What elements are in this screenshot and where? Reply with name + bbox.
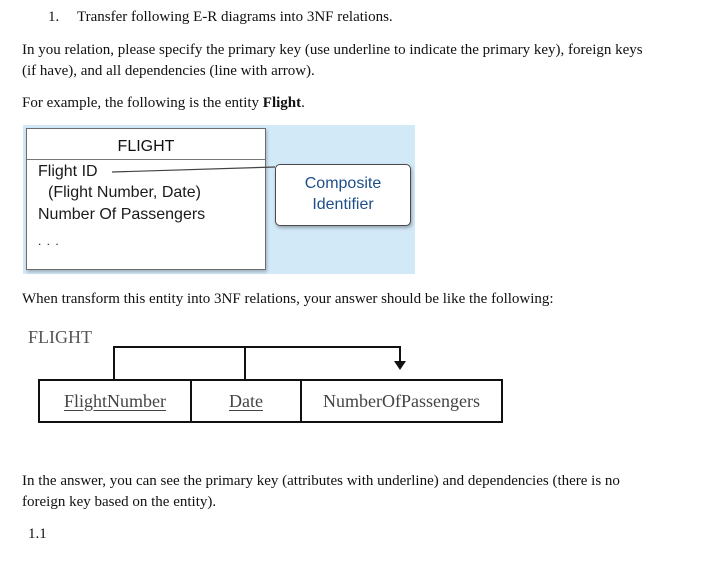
er-entity-title-bar: FLIGHT bbox=[27, 129, 265, 160]
er-attribute-components: (Flight Number, Date) bbox=[48, 184, 201, 201]
relation-attribute-date: Date bbox=[192, 381, 302, 421]
question-number: 1. bbox=[48, 9, 60, 25]
er-entity-title: FLIGHT bbox=[117, 138, 175, 155]
er-attribute-passengers: Number Of Passengers bbox=[38, 206, 206, 223]
relation-attribute-flightnumber: FlightNumber bbox=[40, 381, 192, 421]
callout-line-1: Composite bbox=[304, 175, 382, 192]
er-attribute-ellipsis: . . . bbox=[38, 234, 60, 248]
example-prefix: For example, the following is the entity bbox=[22, 95, 263, 111]
explanation-line-1: In the answer, you can see the primary k… bbox=[22, 473, 620, 489]
question-title: Transfer following E-R diagrams into 3NF… bbox=[77, 9, 393, 25]
er-entity-box: FLIGHT Flight ID (Flight Number, Date) N… bbox=[26, 128, 266, 270]
example-intro: For example, the following is the entity… bbox=[22, 93, 305, 114]
callout-line-2: Identifier bbox=[312, 196, 374, 213]
explanation-line-2: foreign key based on the entity). bbox=[22, 494, 217, 510]
composite-identifier-callout: Composite Identifier bbox=[275, 164, 411, 226]
example-suffix: . bbox=[301, 95, 305, 111]
relation-attribute-numberofpassengers: NumberOfPassengers bbox=[323, 390, 480, 411]
relation-row: FlightNumber Date NumberOfPassengers bbox=[38, 379, 503, 423]
callout-text: Composite Identifier bbox=[276, 173, 410, 215]
transform-instruction: When transform this entity into 3NF rela… bbox=[22, 291, 554, 307]
instruction-line-1: In you relation, please specify the prim… bbox=[22, 42, 643, 58]
example-entity-name: Flight bbox=[262, 95, 302, 111]
subquestion-number: 1.1 bbox=[28, 526, 47, 542]
er-attribute-flight-id: Flight ID bbox=[38, 163, 98, 180]
relation-name: FLIGHT bbox=[28, 327, 92, 347]
instruction-line-2: (if have), and all dependencies (line wi… bbox=[22, 63, 315, 79]
